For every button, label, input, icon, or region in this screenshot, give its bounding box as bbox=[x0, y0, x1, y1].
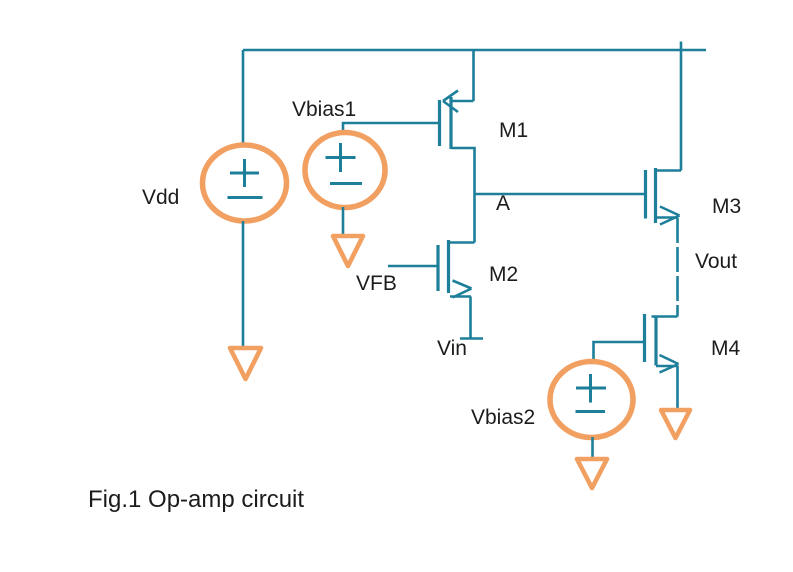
vbias1-label: Vbias1 bbox=[292, 98, 357, 121]
vdd-plus-sign bbox=[230, 159, 259, 187]
vbias2-ground-icon bbox=[574, 456, 610, 491]
m1-transistor-icon bbox=[437, 50, 476, 194]
vdd-label: Vdd bbox=[142, 186, 180, 209]
vbias1-ground-icon bbox=[330, 233, 366, 269]
m3-arrow bbox=[659, 205, 681, 226]
vbias2-label: Vbias2 bbox=[471, 406, 536, 429]
m3-label: M3 bbox=[712, 195, 742, 218]
m4-label: M4 bbox=[711, 337, 741, 360]
m4-transistor-icon bbox=[592, 314, 693, 441]
vin-label: Vin bbox=[437, 337, 467, 360]
node-a-wire bbox=[473, 192, 646, 243]
node-a-label: A bbox=[496, 192, 511, 215]
m2-transistor-icon bbox=[388, 240, 483, 340]
vbias1-to-m1-gate-wire bbox=[341, 121, 438, 133]
vbias2-voltage-source-icon bbox=[547, 358, 636, 491]
vdd-source-circle bbox=[199, 142, 290, 224]
vdd-ground-icon bbox=[227, 345, 264, 382]
vfb-label: VFB bbox=[356, 272, 397, 295]
m4-gate-wire-to-vbias2 bbox=[592, 340, 645, 362]
m2-arrow bbox=[451, 279, 473, 299]
m3-transistor-icon bbox=[643, 41, 683, 317]
vbias1-voltage-source-icon bbox=[302, 121, 438, 269]
vbias1-source-circle bbox=[302, 129, 388, 211]
vbias1-plus-sign bbox=[325, 143, 356, 172]
m2-label: M2 bbox=[489, 263, 519, 286]
m1-label: M1 bbox=[499, 119, 529, 142]
vbias2-plus-sign bbox=[576, 374, 606, 403]
vdd-voltage-source-icon bbox=[199, 50, 290, 382]
m4-ground-icon bbox=[658, 407, 693, 441]
figure-caption: Fig.1 Op-amp circuit bbox=[88, 486, 305, 513]
m4-arrow bbox=[658, 353, 680, 374]
m1-source-lead bbox=[451, 146, 476, 194]
vout-label: Vout bbox=[695, 250, 738, 273]
